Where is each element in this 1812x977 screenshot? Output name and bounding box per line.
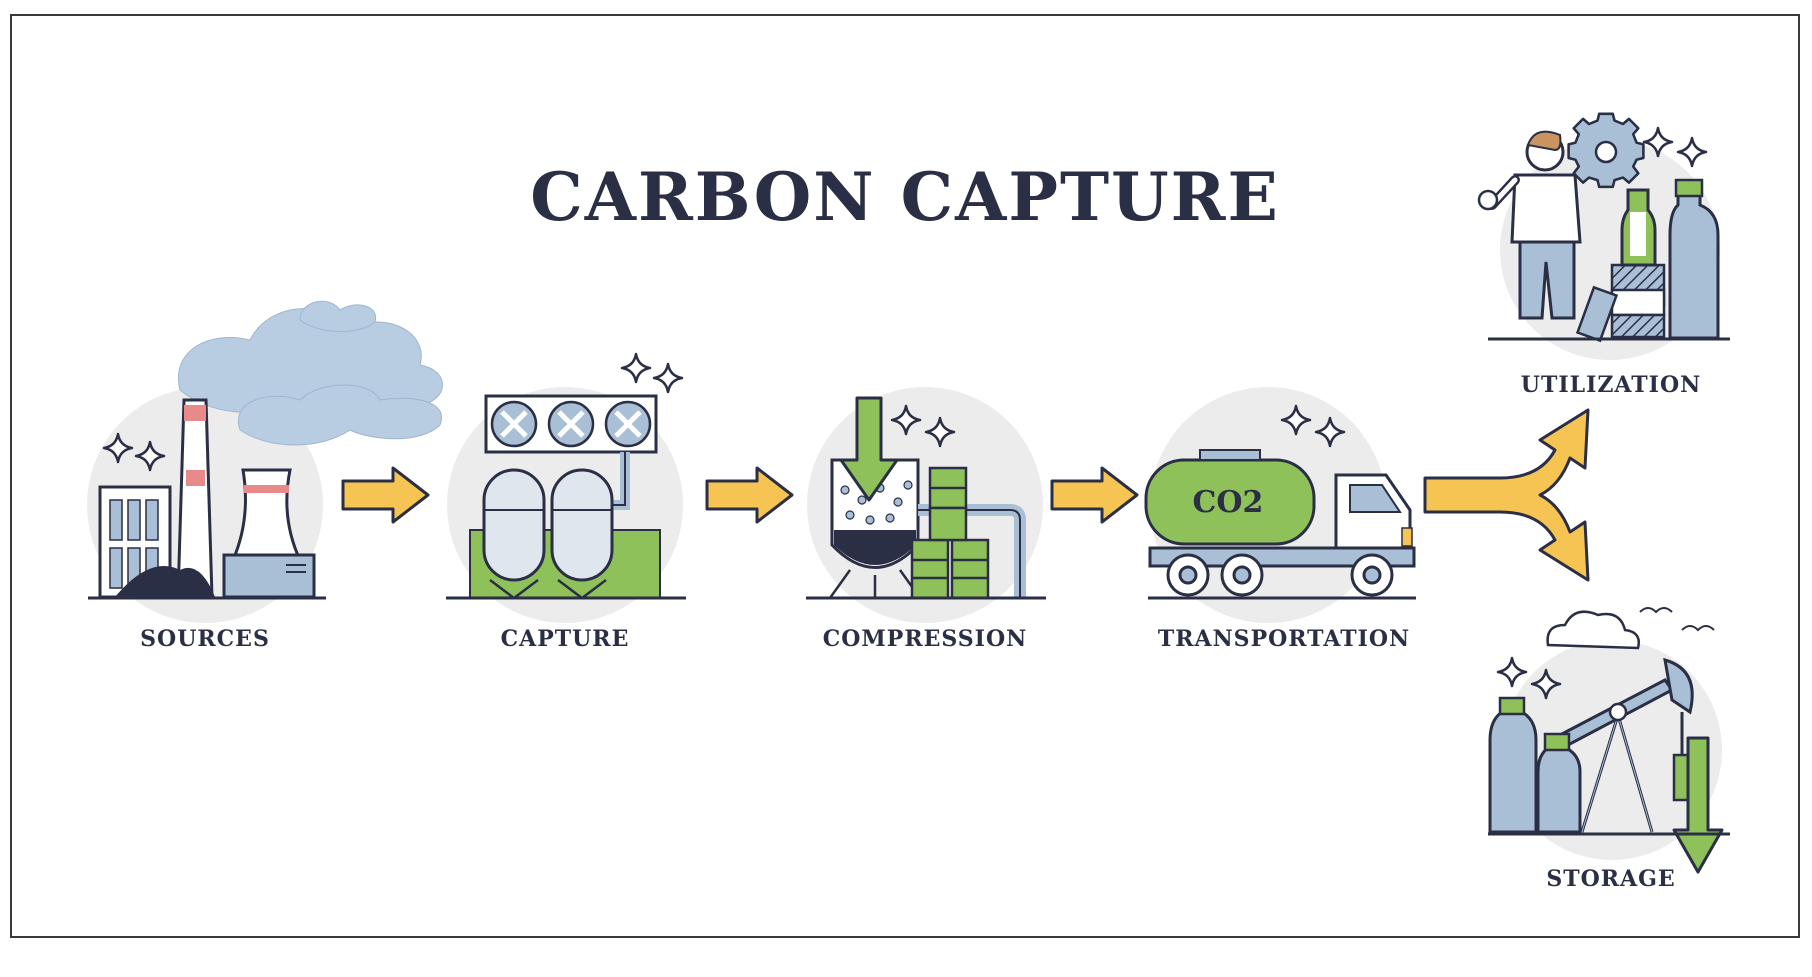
arrow-right-icon bbox=[1050, 466, 1139, 524]
tank-co2-label: CO2 bbox=[1193, 485, 1264, 520]
arrow-right-icon bbox=[341, 466, 430, 524]
sparkle-icon bbox=[1496, 656, 1528, 688]
sparkle-icon bbox=[652, 362, 684, 394]
compression-icon bbox=[806, 387, 1046, 623]
arrow-right-icon bbox=[705, 466, 794, 524]
branch-label-storage: STORAGE bbox=[1546, 866, 1676, 892]
factory-icon bbox=[87, 300, 443, 623]
stage-label-transportation: TRANSPORTATION bbox=[1157, 626, 1411, 652]
stage-label-sources: SOURCES bbox=[140, 626, 270, 652]
smoke-cloud bbox=[178, 300, 443, 446]
stage-label-capture: CAPTURE bbox=[500, 626, 630, 652]
worker-gear-bottles-icon bbox=[1477, 112, 1730, 360]
gear-icon bbox=[1567, 112, 1645, 189]
branch-label-utilization: UTILIZATION bbox=[1520, 372, 1702, 398]
page-title: CARBON CAPTURE bbox=[530, 158, 1280, 236]
sparkle-icon bbox=[1676, 136, 1708, 168]
sparkle-icon bbox=[620, 352, 652, 384]
pump-jack-icon bbox=[1488, 607, 1730, 874]
capture-unit-icon bbox=[446, 352, 686, 623]
truck-icon bbox=[1144, 387, 1416, 623]
split-arrow-icon bbox=[1423, 408, 1590, 582]
stage-label-compression: COMPRESSION bbox=[822, 626, 1028, 652]
